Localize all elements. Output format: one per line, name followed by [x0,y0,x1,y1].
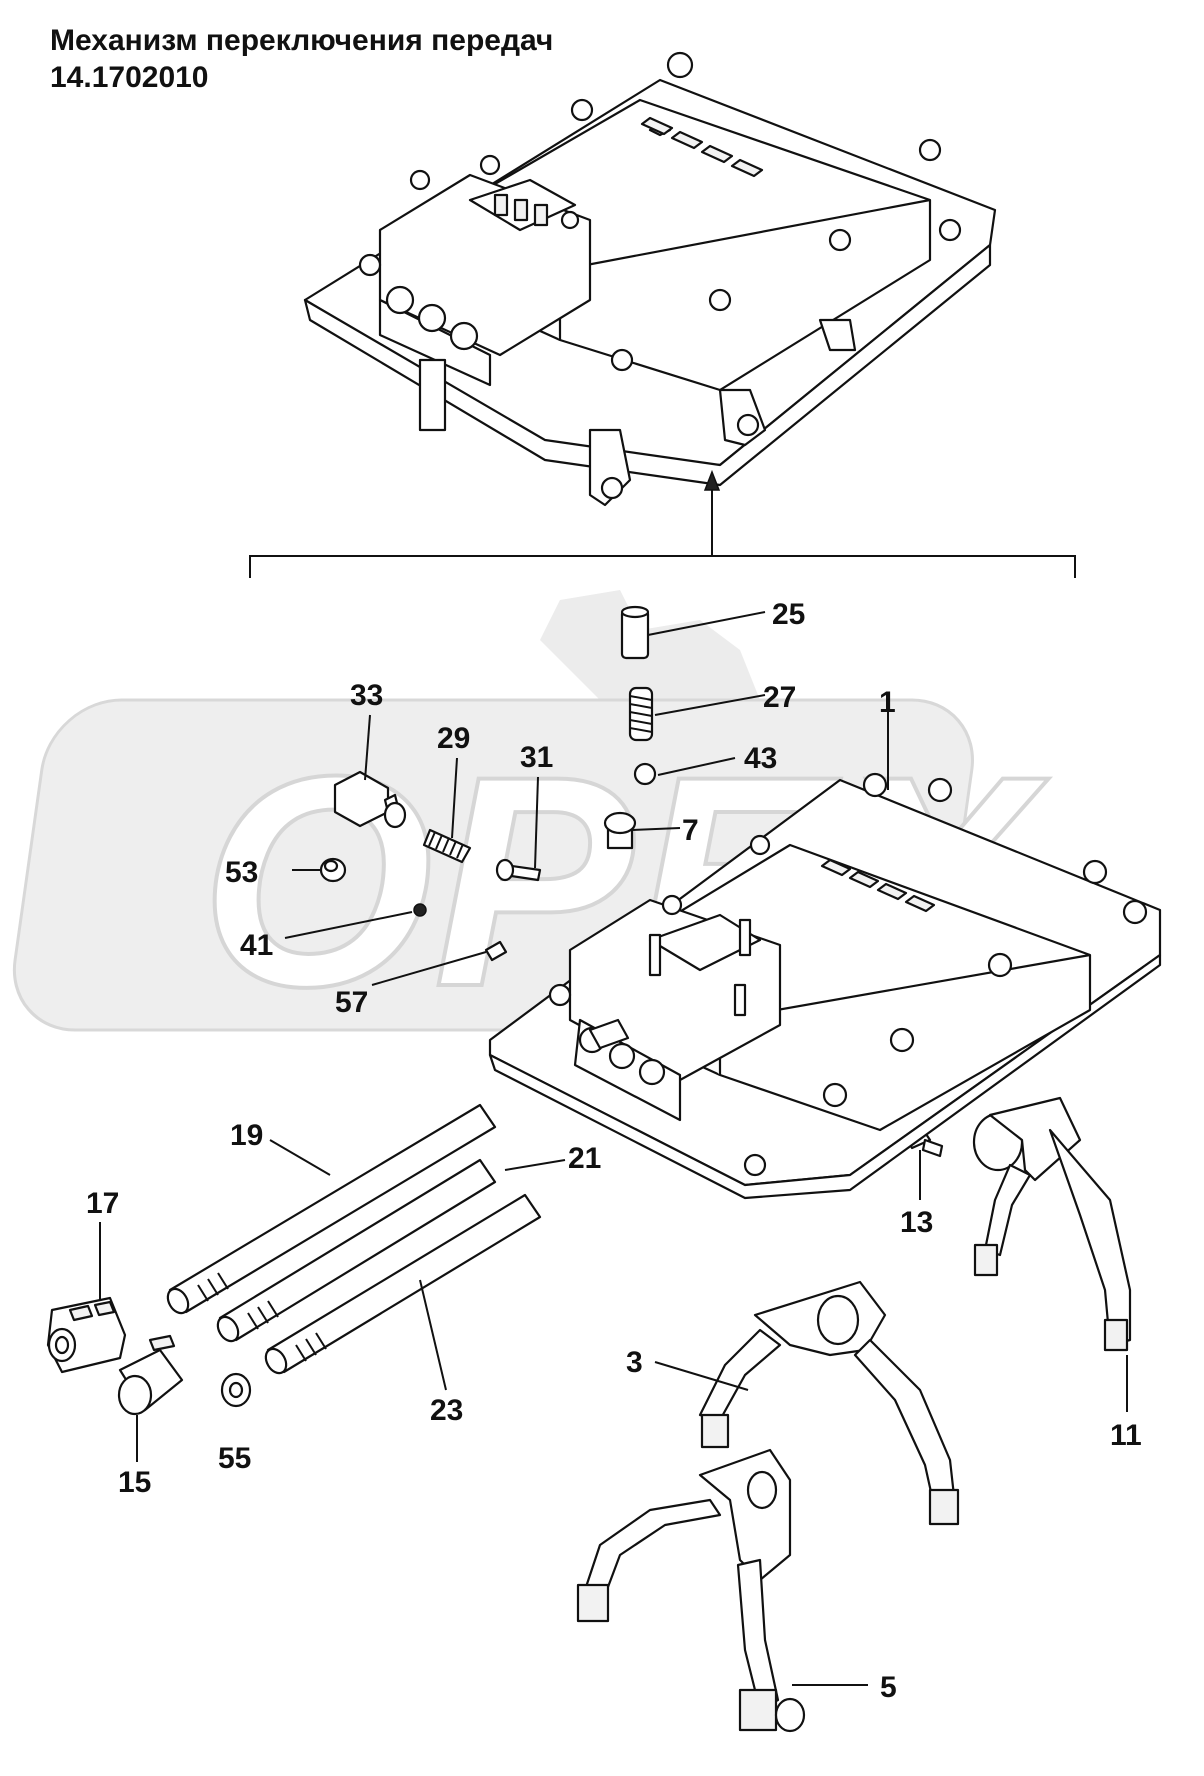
callout-33: 33 [350,679,383,712]
title-line-2: 14.1702010 [50,61,209,94]
callout-17: 17 [86,1187,119,1220]
callout-41: 41 [240,929,273,962]
part-41-ball [413,903,427,917]
callout-43: 43 [744,742,777,775]
part-33-fitting [333,770,407,829]
part-25-sleeve [620,605,650,660]
part-11-fork [972,1096,1132,1352]
callout-3: 3 [626,1346,643,1379]
part-5-fork [576,1448,806,1733]
part-17-block [46,1296,127,1374]
callout-25: 25 [772,598,805,631]
title-line-1: Механизм переключения передач [50,24,554,57]
part-55-washer [220,1372,252,1408]
assembled-shift-mechanism [303,51,997,507]
part-57-pin [484,940,508,962]
leader-lines [99,611,1128,1686]
callout-27: 27 [763,681,796,714]
part-27-spring [628,686,654,742]
callout-7: 7 [682,814,699,847]
part-23-rod [264,1193,542,1375]
callout-29: 29 [437,722,470,755]
part-31-pin [495,858,542,882]
callout-labels: 25 27 1 43 33 29 31 7 53 41 57 19 21 17 … [86,598,1142,1704]
assembly-arrow-bracket [249,469,1076,578]
callout-11: 11 [1110,1419,1142,1452]
callout-23: 23 [430,1394,463,1427]
callout-57: 57 [335,986,368,1019]
part-29-spring [422,828,472,864]
part-21-rod [216,1158,497,1343]
callout-13: 13 [900,1206,933,1239]
callout-5: 5 [880,1671,897,1704]
part-53-cap [319,857,347,883]
callout-19: 19 [230,1119,263,1152]
part-3-fork [698,1280,960,1526]
callout-1: 1 [879,686,896,719]
part-7-plug [603,811,637,850]
part-43-ball [633,762,657,786]
callout-53: 53 [225,856,258,889]
callout-31: 31 [520,741,553,774]
part-1-housing [488,772,1162,1200]
callout-21: 21 [568,1142,601,1175]
part-15-sleeve [117,1334,184,1416]
callout-15: 15 [118,1466,151,1499]
part-19-rod [166,1103,497,1315]
callout-55: 55 [218,1442,251,1475]
diagram-title: Механизм переключения передач 14.1702010 [50,22,553,96]
